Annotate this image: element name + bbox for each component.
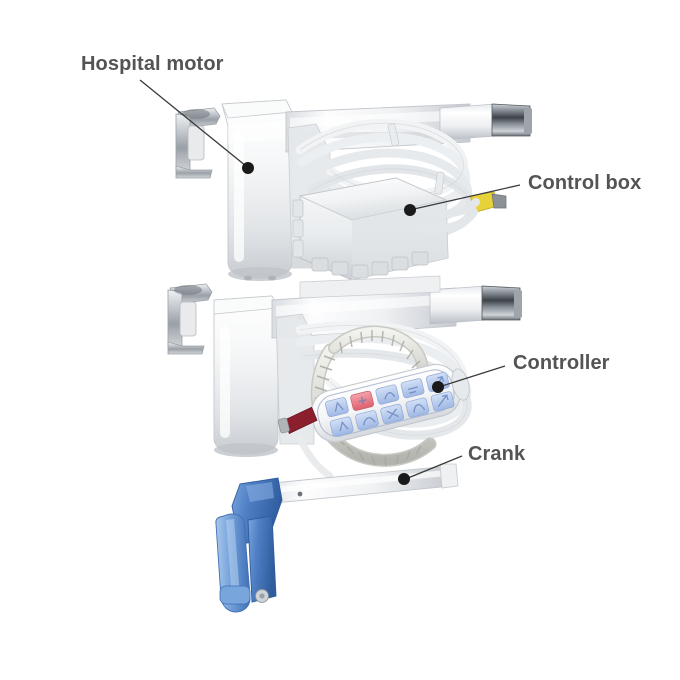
upper-cable-ties (387, 123, 445, 195)
crank-tool (215, 463, 459, 613)
control-box-output-cable (416, 198, 480, 233)
control-box (292, 177, 449, 281)
leader-control-box (413, 184, 521, 210)
dot-controller (432, 381, 444, 393)
upper-mounting-bracket (175, 107, 221, 179)
controller-button (405, 397, 430, 418)
dot-hospital-motor (242, 162, 254, 174)
controller-buttons (325, 371, 455, 437)
handset-lower-cable (296, 434, 334, 480)
callout-label-control-box: Control box (528, 172, 642, 194)
lower-mounting-bracket (167, 283, 213, 355)
dot-control-box (404, 204, 416, 216)
control-box-ports (311, 251, 429, 279)
yellow-connector (469, 191, 507, 213)
callout-label-controller: Controller (513, 352, 610, 374)
callout-label-hospital-motor: Hospital motor (81, 53, 224, 75)
leader-controller (441, 365, 506, 387)
callout-label-crank: Crank (468, 443, 526, 465)
callout-leaders (139, 79, 521, 479)
leader-hospital-motor (139, 79, 247, 167)
upper-motor-barrel (221, 99, 293, 281)
control-box-side-ribs (292, 199, 304, 258)
lower-motor-barrel (213, 295, 279, 457)
dot-crank (398, 473, 410, 485)
handset-plug (277, 406, 318, 434)
lower-actuator-assembly (167, 275, 522, 480)
leader-crank (407, 455, 463, 479)
callout-dots (242, 162, 444, 485)
controller-button (355, 410, 379, 431)
upper-actuator-assembly (175, 99, 532, 281)
controller-handset (277, 363, 470, 443)
